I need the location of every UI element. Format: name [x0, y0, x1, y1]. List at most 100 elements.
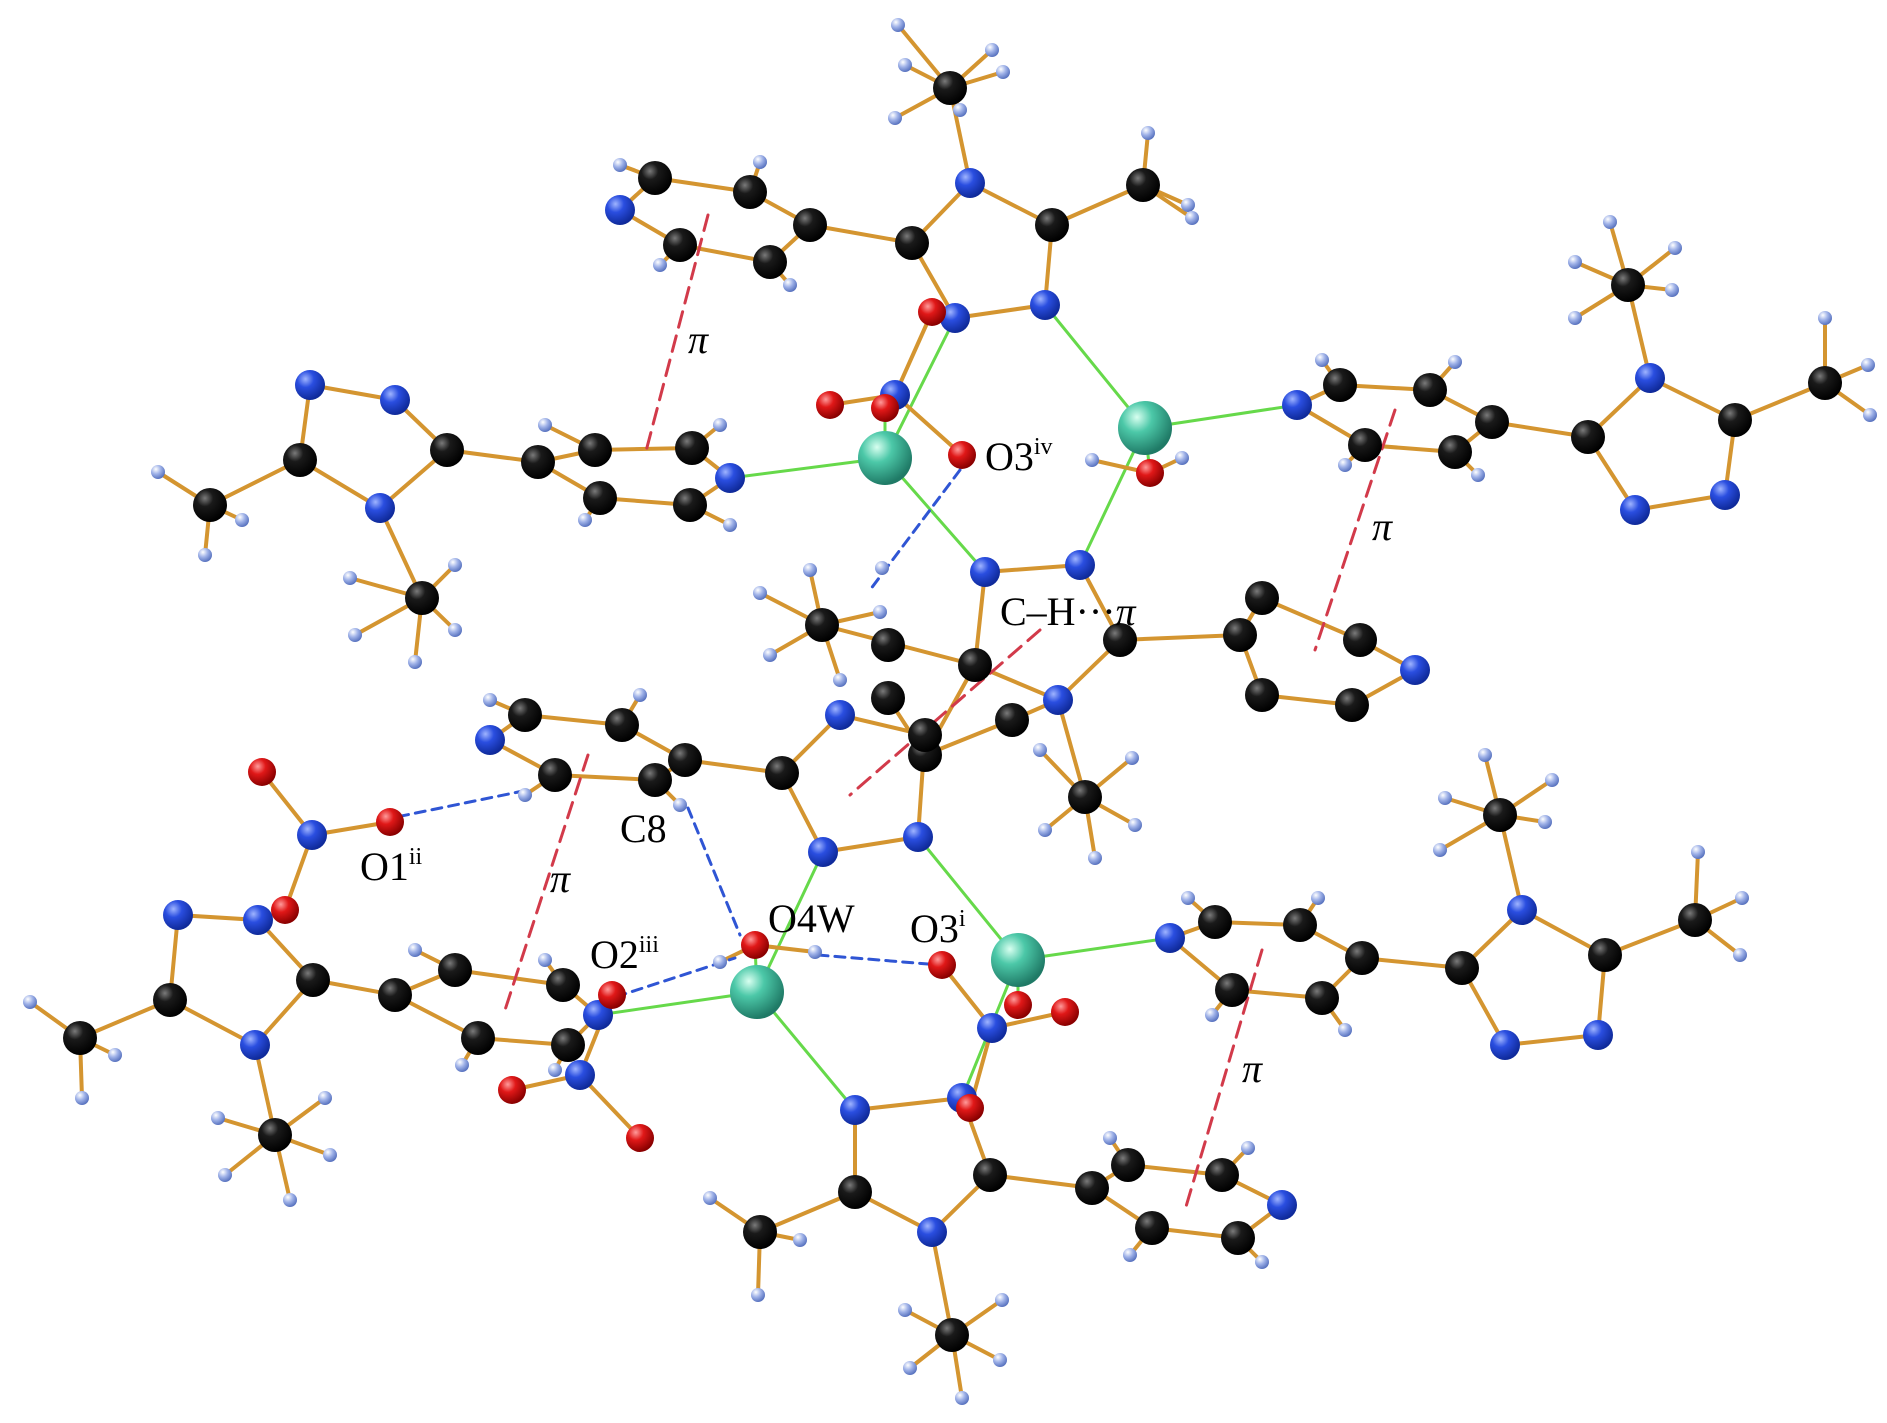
- nitrogen-atom: [1155, 923, 1185, 953]
- nitrogen-atom: [1620, 495, 1650, 525]
- carbon-atom: [805, 608, 839, 642]
- carbon-atom: [1126, 168, 1160, 202]
- hydrogen-bond: [816, 953, 942, 967]
- nitrogen-atom: [840, 1095, 870, 1125]
- carbon-atom: [1075, 1171, 1109, 1205]
- pi-stacking-line: [643, 213, 710, 457]
- carbon-atom: [378, 978, 412, 1012]
- nitrogen-atom: [903, 822, 933, 852]
- label-pi-4: π: [1242, 1046, 1263, 1091]
- carbon-atom: [1068, 780, 1102, 814]
- carbon-atom: [933, 71, 967, 105]
- bond: [893, 310, 934, 397]
- hydrogen-atom: [1241, 1141, 1255, 1155]
- carbon-atom: [793, 208, 827, 242]
- hydrogen-bond: [380, 788, 530, 822]
- hydrogen-atom: [1545, 773, 1559, 787]
- oxygen-atom: [948, 441, 976, 469]
- hydrogen-atom: [898, 1303, 912, 1317]
- carbon-atom: [1323, 368, 1357, 402]
- hydrogen-atom: [1478, 748, 1492, 762]
- hydrogen-atom: [1255, 1255, 1269, 1269]
- nitrogen-atom: [365, 493, 395, 523]
- hydrogen-atom: [985, 43, 999, 57]
- oxygen-atom: [871, 394, 899, 422]
- oxygen-atom: [956, 1094, 984, 1122]
- carbon-atom: [605, 708, 639, 742]
- label-pi-1: π: [688, 317, 709, 362]
- carbon-atom: [958, 648, 992, 682]
- atom-labels: O3iv C–H···π C8 O1ii O2iii O4W O3i π π π…: [360, 317, 1393, 1091]
- hydrogen-atom: [75, 1091, 89, 1105]
- nitrogen-atom: [1065, 550, 1095, 580]
- hydrogen-atom: [318, 1091, 332, 1105]
- carbon-atom: [995, 703, 1029, 737]
- bond: [953, 303, 1047, 320]
- bond: [930, 1230, 954, 1337]
- carbon-atom: [838, 1175, 872, 1209]
- bond: [1633, 493, 1727, 512]
- carbon-atom: [1198, 905, 1232, 939]
- hydrogen-atom: [448, 623, 462, 637]
- carbon-atom: [193, 488, 227, 522]
- carbon-atom: [1305, 981, 1339, 1015]
- carbon-atom: [1413, 373, 1447, 407]
- hydrogen-atom: [1338, 1023, 1352, 1037]
- carbon-atom: [153, 983, 187, 1017]
- nitrogen-atom: [1030, 290, 1060, 320]
- hydrogen-atom: [783, 278, 797, 292]
- carbon-atom: [578, 433, 612, 467]
- hydrogen-atom: [875, 561, 889, 575]
- oxygen-atom: [498, 1076, 526, 1104]
- hydrogen-atom: [753, 586, 767, 600]
- hydrogen-atom: [538, 418, 552, 432]
- carbon-atom: [538, 758, 572, 792]
- hydrogen-atom: [1603, 215, 1617, 229]
- oxygen-atom: [1004, 991, 1032, 1019]
- hydrogen-atom: [1863, 408, 1877, 422]
- oxygen-atom: [928, 951, 956, 979]
- nitrogen-atom: [940, 303, 970, 333]
- carbon-atom: [1035, 208, 1069, 242]
- hydrogen-atom: [613, 158, 627, 172]
- nitrogen-atom: [295, 370, 325, 400]
- nitrogen-atom: [977, 1013, 1007, 1043]
- hydrogen-atom: [483, 693, 497, 707]
- hydrogen-atom: [1123, 1248, 1137, 1262]
- pi-stacking-lines: [503, 213, 1397, 1212]
- nitrogen-atom: [1282, 390, 1312, 420]
- metal-atom: [1118, 401, 1172, 455]
- nitrogen-atom: [605, 195, 635, 225]
- bond: [1118, 633, 1242, 642]
- hydrogen-atom: [408, 943, 422, 957]
- carbon-atom: [283, 443, 317, 477]
- carbon-atom: [1483, 798, 1517, 832]
- carbon-atom: [1215, 973, 1249, 1007]
- hydrogen-atom: [1085, 453, 1099, 467]
- hydrogen-atom: [1538, 815, 1552, 829]
- carbon-atom: [1221, 1221, 1255, 1255]
- bond: [853, 1096, 964, 1112]
- hydrogen-atom: [1735, 891, 1749, 905]
- nitrogen-atom: [1267, 1190, 1297, 1220]
- hydrogen-bond: [686, 806, 742, 937]
- hydrogen-atom: [888, 111, 902, 125]
- metal-atom: [730, 965, 784, 1019]
- carbon-atom: [1345, 941, 1379, 975]
- hydrogen-atom: [713, 418, 727, 432]
- carbon-atom: [1103, 623, 1137, 657]
- hydrogen-atom: [1088, 851, 1102, 865]
- carbon-atom: [673, 488, 707, 522]
- metal-atom: [991, 933, 1045, 987]
- pi-stacking-line: [848, 628, 1042, 797]
- hydrogen-atom: [763, 648, 777, 662]
- carbon-atom: [668, 743, 702, 777]
- carbon-atom: [1223, 618, 1257, 652]
- hydrogen-atom: [1315, 353, 1329, 367]
- carbon-atom: [521, 445, 555, 479]
- label-o4w: O4W: [768, 896, 855, 941]
- hydrogen-atom: [1125, 751, 1139, 765]
- hydrogen-atom: [1181, 198, 1195, 212]
- oxygen-atom: [1136, 459, 1164, 487]
- hydrogen-atom: [343, 571, 357, 585]
